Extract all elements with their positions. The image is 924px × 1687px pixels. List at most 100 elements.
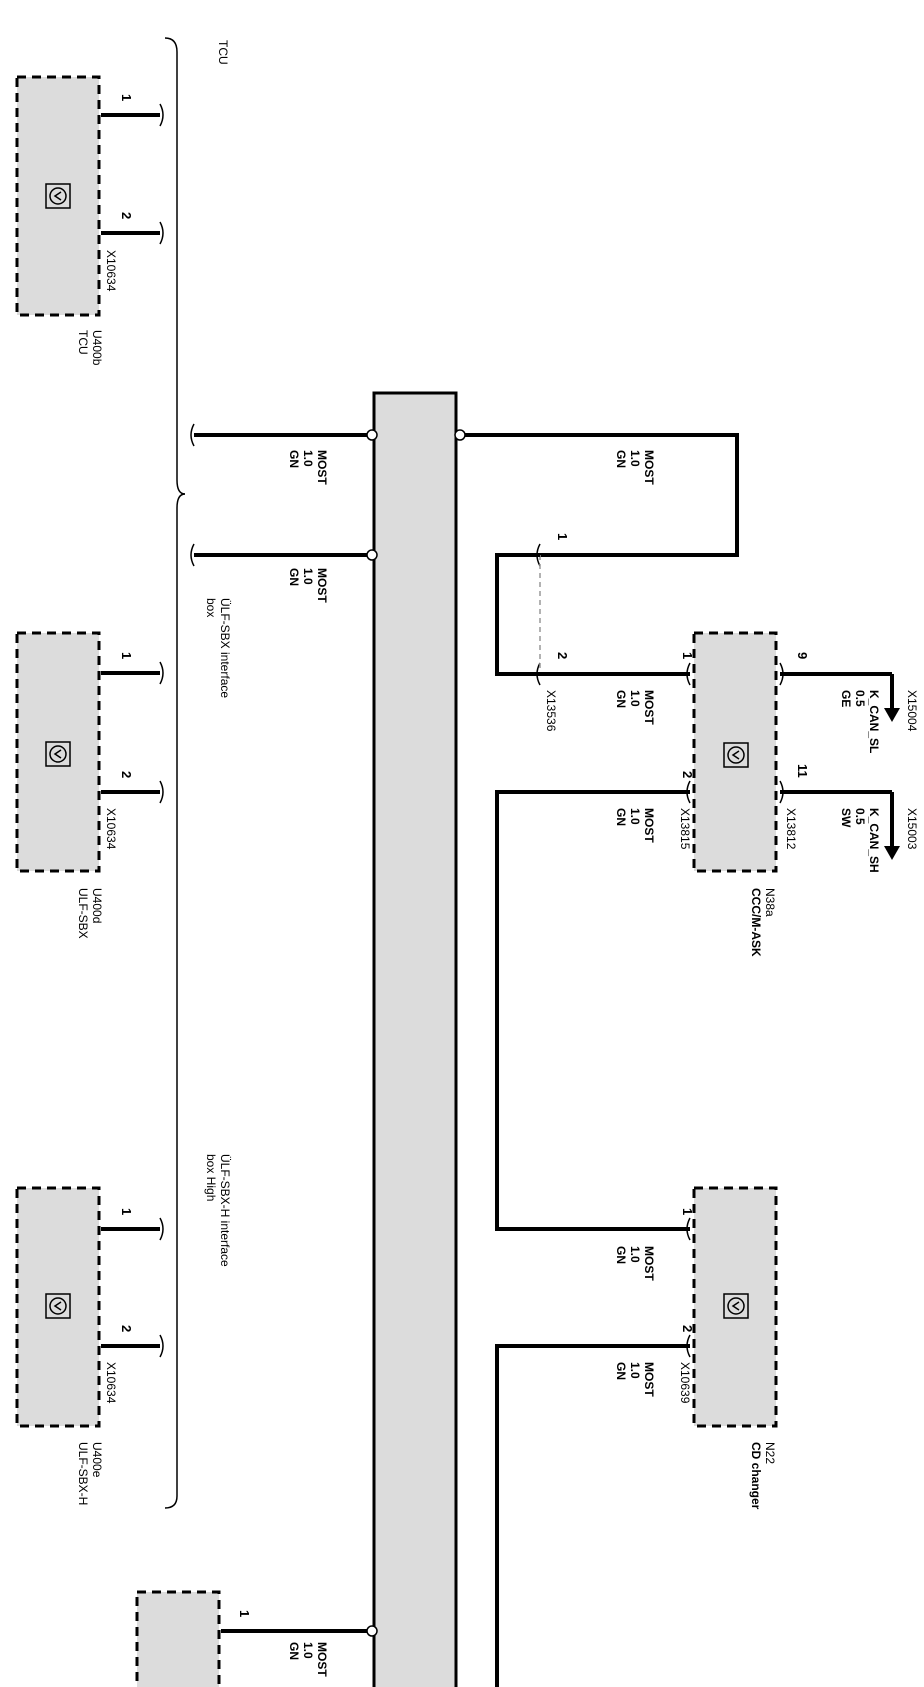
speaker-icon — [45, 1293, 71, 1319]
bus-node — [366, 1625, 378, 1637]
most-label-size: 1.0 — [628, 808, 642, 825]
pin-label: 2 — [119, 212, 134, 219]
most-wire-cd-pin2 — [495, 1344, 690, 1687]
most-label-size: 1.0 — [301, 568, 315, 585]
component-name: ULF-SBX-H — [76, 1442, 90, 1505]
most-label-size: 1.0 — [628, 690, 642, 707]
group-label-ulf-sbx-h-2: box High — [204, 1154, 218, 1201]
group-label-ulf-sbx-2: box — [204, 598, 218, 617]
pin-label: 2 — [680, 771, 695, 778]
pin-label: 1 — [555, 533, 570, 540]
most-label-color: GN — [287, 450, 301, 468]
most-label-size: 1.0 — [628, 1362, 642, 1379]
component-id: U400b — [90, 330, 104, 366]
group-label-tcu: TCU — [216, 40, 230, 65]
component-box-ulf-sbx-h — [15, 1186, 101, 1428]
most-label-type: MOST — [642, 1246, 656, 1281]
stub-end — [190, 543, 195, 567]
most-label-color: GN — [614, 808, 628, 826]
most-label-type: MOST — [315, 1642, 329, 1677]
pin-label: 1 — [119, 94, 134, 101]
pin-label: 1 — [119, 652, 134, 659]
most-label-color: GN — [614, 450, 628, 468]
component-id: N38a — [763, 888, 777, 917]
speaker-icon — [45, 741, 71, 767]
pin-label: 2 — [119, 771, 134, 778]
group-brace-ulf-sbx — [164, 493, 186, 1509]
pin-label: 1 — [680, 1208, 695, 1215]
pin-label: 9 — [795, 652, 810, 659]
group-label-ulf-sbx: ÜLF-SBX interface — [218, 598, 232, 698]
component-id: U400e — [90, 1442, 104, 1478]
most-label-color: GN — [614, 1246, 628, 1264]
most-wire-x13536-drop — [495, 553, 540, 676]
most-wire-ccc-to-cd — [495, 790, 690, 1231]
stub-end — [159, 221, 164, 245]
most-label-color: GN — [287, 1642, 301, 1660]
component-id: U400d — [90, 888, 104, 923]
pin-label: 2 — [119, 1325, 134, 1332]
stub-end — [159, 103, 164, 127]
connector-label-x15004: X15004 — [905, 690, 919, 732]
most-label-size: 1.0 — [301, 1642, 315, 1659]
connector-label-x13812: X13812 — [784, 808, 798, 850]
arrow-down-icon — [884, 846, 900, 860]
most-wire-top-loop — [465, 433, 739, 557]
component-name: ULF-SBX — [76, 888, 90, 939]
k-can-sh-size: 0.5 — [853, 808, 867, 825]
component-bottom-unit: 1 MOST 1.0 GN — [135, 1590, 378, 1687]
connector-label-x13536: X13536 — [544, 690, 558, 732]
connector-label: X10634 — [104, 1362, 118, 1404]
bus-node — [454, 429, 466, 441]
k-can-sl-name: K_CAN_SL — [867, 690, 881, 753]
connector-label: X10634 — [104, 808, 118, 850]
component-box-bottom — [135, 1590, 221, 1687]
component-name: CCC/M-ASK — [749, 888, 763, 957]
k-can-sl-color: GE — [839, 690, 853, 707]
component-id: N22 — [763, 1442, 777, 1464]
k-can-sh-color: SW — [839, 808, 853, 828]
most-label-type: MOST — [642, 808, 656, 843]
most-label-type: MOST — [642, 690, 656, 725]
component-name: TCU — [76, 330, 90, 355]
stub-end — [190, 423, 195, 447]
pin-end — [686, 662, 691, 686]
most-label-color: GN — [287, 568, 301, 586]
group-brace-tcu — [164, 37, 186, 495]
most-label-type: MOST — [315, 450, 329, 485]
k-can-sh-name: K_CAN_SH — [867, 808, 881, 873]
most-label-size: 1.0 — [628, 1246, 642, 1263]
connector-label-x15003: X15003 — [905, 808, 919, 850]
pin-label: 11 — [795, 764, 810, 778]
stub-end — [159, 1334, 164, 1358]
stub-end — [159, 1217, 164, 1241]
component-ulf-sbx: 1 2 X10634 U400d ULF-SBX — [15, 631, 164, 939]
bus-node — [366, 549, 378, 561]
pin-label: 1 — [680, 652, 695, 659]
most-label-size: 1.0 — [628, 450, 642, 467]
stub-end — [159, 780, 164, 804]
component-box-tcu — [15, 75, 101, 317]
component-cd-changer: 1 2 X10639 N22 CD changer — [678, 1186, 778, 1510]
most-label-type: MOST — [315, 568, 329, 603]
bus-node — [366, 429, 378, 441]
connector-label-x13815: X13815 — [678, 808, 692, 850]
speaker-icon — [723, 742, 749, 768]
pin-label: 1 — [237, 1610, 252, 1617]
pin-end — [686, 1217, 691, 1241]
most-label-size: 1.0 — [301, 450, 315, 467]
pin-label: 1 — [119, 1208, 134, 1215]
most-label-type: MOST — [642, 1362, 656, 1397]
arrow-down-icon — [884, 708, 900, 722]
connector-label-x10639: X10639 — [678, 1362, 692, 1404]
stub-end — [159, 661, 164, 685]
speaker-icon — [45, 183, 71, 209]
component-ccc: 1 2 X13815 9 11 X13812 N38a CCC/M-ASK — [678, 631, 810, 957]
speaker-icon — [723, 1293, 749, 1319]
connector-label: X10634 — [104, 250, 118, 292]
component-tcu: 1 2 X10634 U400b TCU — [15, 75, 164, 366]
most-label-color: GN — [614, 1362, 628, 1380]
component-box-ccc — [692, 631, 778, 873]
group-label-ulf-sbx-h: ÜLF-SBX-H interface — [218, 1154, 232, 1267]
